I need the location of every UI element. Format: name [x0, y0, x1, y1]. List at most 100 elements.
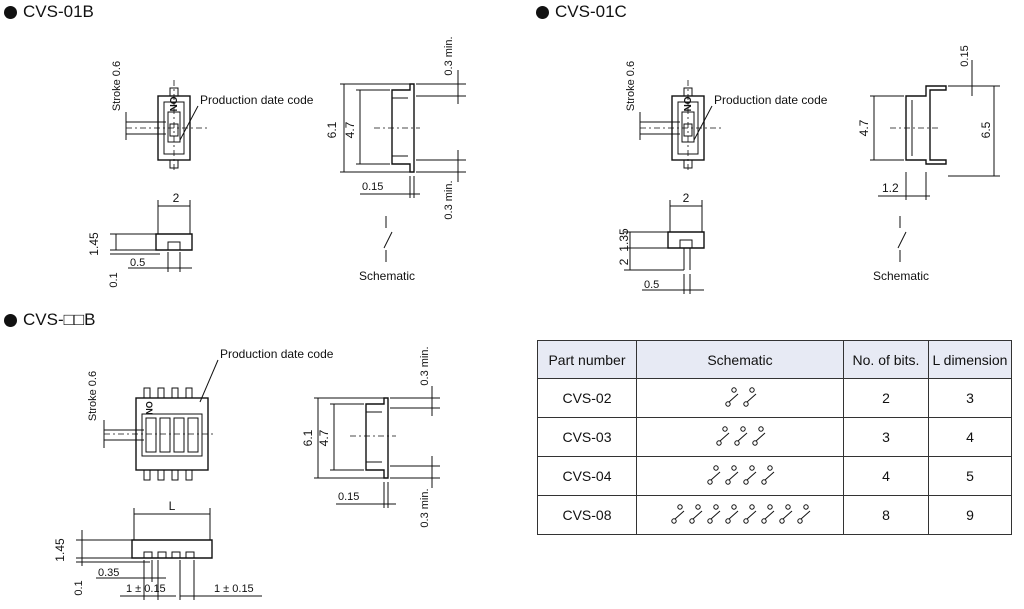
dim-L-label: L	[169, 499, 176, 513]
section-title-text: CVS-01B	[23, 2, 94, 21]
switch-glyph	[689, 503, 703, 524]
section-title-cvs01b: CVS-01B	[4, 2, 94, 22]
switch-glyph	[761, 464, 775, 485]
dim-pitch-1-label: 1 ± 0.15	[126, 583, 166, 595]
cvsxxb-front-view: L 1.45 0.1 0.35 1 ± 0.15 1 ± 0.15	[53, 499, 262, 600]
cell-l: 4	[928, 417, 1012, 457]
dim-0-1-label: 0.1	[73, 580, 85, 595]
on-marking: ON	[681, 97, 692, 112]
bullet-icon	[4, 5, 17, 19]
cell-schematic	[636, 417, 844, 457]
dim-0-5-label: 0.5	[644, 279, 659, 291]
cell-l: 3	[928, 378, 1012, 418]
dim-6-1-label: 6.1	[325, 121, 339, 138]
switch-glyph	[752, 425, 766, 446]
header-l-dimension: L dimension	[928, 340, 1012, 379]
switch-glyph	[743, 464, 757, 485]
cell-part: CVS-08	[537, 495, 637, 535]
table-header-row: Part number Schematic No. of bits. L dim…	[537, 340, 1012, 379]
dim-0-3-min-top-label: 0.3 min.	[443, 36, 455, 75]
cvsxxb-top-view: Stroke 0.6 ON Production date code	[87, 347, 334, 481]
cvs01b-top-view: Stroke 0.6 ON Production date code	[111, 61, 314, 172]
switch-glyph	[779, 503, 793, 524]
cell-part: CVS-04	[537, 456, 637, 496]
switch-glyph	[761, 503, 775, 524]
switch-glyph	[707, 464, 721, 485]
cell-schematic	[636, 456, 844, 496]
dim-pitch-2-label: 1 ± 0.15	[214, 583, 254, 595]
section-title-cvs01c: CVS-01C	[536, 2, 627, 22]
bullet-icon	[4, 313, 17, 327]
on-marking: ON	[144, 401, 154, 415]
cell-part: CVS-03	[537, 417, 637, 457]
stroke-label: Stroke 0.6	[625, 61, 637, 111]
dim-1-45-label: 1.45	[53, 538, 67, 562]
cvs01c-side-view: 4.7 6.5 0.15 1.2	[857, 45, 1000, 200]
dim-0-5-label: 0.5	[130, 257, 145, 269]
dim-1-45-label: 1.45	[87, 232, 101, 256]
section-title-text: CVS-□□B	[23, 310, 96, 329]
dim-4-7-label: 4.7	[857, 119, 871, 136]
switch-glyph	[716, 425, 730, 446]
cell-l: 5	[928, 456, 1012, 496]
stroke-label: Stroke 0.6	[87, 371, 99, 421]
cvsxxb-side-view: 6.1 4.7 0.3 min. 0.3 min. 0.15	[301, 346, 440, 528]
schematic-caption: Schematic	[873, 269, 929, 283]
dim-0-15-label: 0.15	[338, 491, 359, 503]
switch-glyph	[707, 503, 721, 524]
table-row: CVS-02 2 3	[537, 378, 1012, 418]
production-date-code-label: Production date code	[220, 347, 334, 361]
dim-0-3-min-top-label: 0.3 min.	[419, 346, 431, 385]
part-number-table: Part number Schematic No. of bits. L dim…	[537, 340, 1012, 535]
dim-6-1-label: 6.1	[301, 429, 315, 446]
header-schematic: Schematic	[636, 340, 844, 379]
production-date-code-label: Production date code	[714, 93, 828, 107]
switch-glyph	[725, 503, 739, 524]
cvs01b-schematic: Schematic	[359, 216, 415, 283]
cell-bits: 4	[843, 456, 929, 496]
cell-part: CVS-02	[537, 378, 637, 418]
cell-schematic	[636, 378, 844, 418]
dim-0-15-label: 0.15	[959, 45, 971, 66]
production-date-code-label: Production date code	[200, 93, 314, 107]
on-marking: ON	[167, 97, 178, 112]
switch-glyph	[725, 464, 739, 485]
switch-glyph	[725, 386, 739, 407]
dim-0-35-label: 0.35	[98, 567, 119, 579]
cvs01c-schematic: Schematic	[873, 216, 929, 283]
table-row: CVS-04 4 5	[537, 456, 1012, 496]
dim-1-2-label: 1.2	[882, 181, 899, 195]
dim-0-15-label: 0.15	[362, 181, 383, 193]
switch-schematic-icon	[725, 386, 757, 407]
bullet-icon	[536, 5, 549, 19]
dim-2-label: 2	[683, 191, 690, 205]
cvs01c-top-view: Stroke 0.6 ON Production date code	[625, 61, 828, 172]
section-title-text: CVS-01C	[555, 2, 627, 21]
switch-glyph	[743, 386, 757, 407]
switch-schematic-icon	[671, 503, 811, 524]
switch-schematic-icon	[716, 425, 766, 446]
switch-glyph	[797, 503, 811, 524]
cell-l: 9	[928, 495, 1012, 535]
switch-schematic-icon	[707, 464, 775, 485]
cell-bits: 3	[843, 417, 929, 457]
cvs01c-front-view: 2 1.35 2 0.5	[617, 191, 705, 294]
schematic-caption: Schematic	[359, 269, 415, 283]
dim-1-35-label: 1.35	[617, 228, 631, 252]
cvs01b-side-view: 6.1 4.7 0.3 min. 0.3 min. 0.15	[325, 36, 466, 220]
dim-0-3-min-bottom-label: 0.3 min.	[443, 180, 455, 219]
table-row: CVS-08 8 9	[537, 495, 1012, 535]
dim-4-7-label: 4.7	[317, 429, 331, 446]
dim-4-7-label: 4.7	[343, 121, 357, 138]
cell-schematic	[636, 495, 844, 535]
table-row: CVS-03 3 4	[537, 417, 1012, 457]
dim-2-label: 2	[173, 191, 180, 205]
switch-glyph	[671, 503, 685, 524]
switch-glyph	[734, 425, 748, 446]
cell-bits: 2	[843, 378, 929, 418]
stroke-label: Stroke 0.6	[111, 61, 123, 111]
cell-bits: 8	[843, 495, 929, 535]
dim-0-3-min-bottom-label: 0.3 min.	[419, 488, 431, 527]
section-title-cvsxxb: CVS-□□B	[4, 310, 96, 330]
dim-6-5-label: 6.5	[979, 121, 993, 138]
